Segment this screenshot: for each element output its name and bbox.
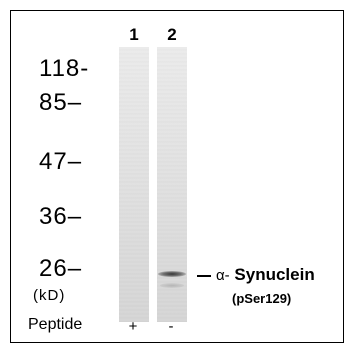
mw-marker-36: 36– <box>39 203 83 230</box>
peptide-row-label: Peptide <box>28 316 83 333</box>
lane-1 <box>119 47 149 322</box>
peptide-treatment-lane-2: - <box>168 318 174 335</box>
lane-2 <box>157 47 187 322</box>
protein-name: Synuclein <box>234 265 315 284</box>
peptide-treatment-lane-1: + <box>128 318 138 335</box>
lane-number-2: 2 <box>167 25 177 44</box>
mw-marker-85: 85– <box>39 89 83 116</box>
mw-marker-118: 118- <box>39 55 90 82</box>
lane-number-1: 1 <box>129 25 139 44</box>
unit-label: (kD) <box>33 287 66 304</box>
protein-prefix: α- <box>216 267 230 284</box>
protein-label: α- Synuclein <box>216 265 315 285</box>
band-indicator-line <box>197 275 211 277</box>
mw-marker-26: 26– <box>39 255 83 282</box>
protein-band <box>158 271 186 277</box>
mw-marker-47: 47– <box>39 148 83 175</box>
phospho-site-label: (pSer129) <box>232 291 292 306</box>
western-blot-figure: 1 2 118- 85– 47– 36– 26– (kD) α- Synucle… <box>10 10 344 343</box>
faint-band <box>160 283 184 288</box>
